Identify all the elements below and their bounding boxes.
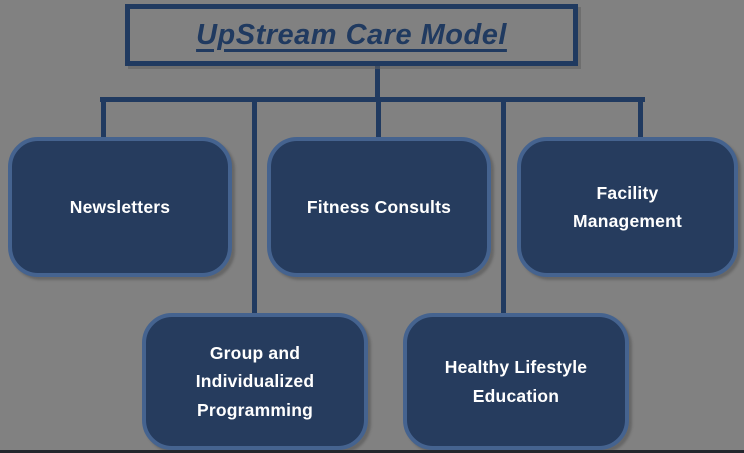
node-newsletters: Newsletters bbox=[8, 137, 232, 277]
node-healthy-lifestyle-label: Healthy Lifestyle Education bbox=[444, 357, 588, 406]
connector-drop-group-programming bbox=[252, 100, 257, 316]
node-newsletters-label: Newsletters bbox=[69, 196, 171, 217]
connector-drop-healthy-lifestyle bbox=[501, 100, 506, 316]
node-facility-management: Facility Management bbox=[517, 137, 738, 277]
title-node: UpStream Care Model bbox=[125, 4, 578, 66]
node-fitness-consults: Fitness Consults bbox=[267, 137, 491, 277]
connector-drop-fitness-consults bbox=[376, 100, 381, 140]
connector-title-stem bbox=[375, 63, 380, 102]
node-facility-management-label: Facility Management bbox=[573, 182, 682, 231]
node-fitness-consults-label: Fitness Consults bbox=[306, 196, 452, 217]
node-group-programming-label: Group and Individualized Programming bbox=[195, 342, 315, 420]
node-healthy-lifestyle: Healthy Lifestyle Education bbox=[403, 313, 629, 450]
connector-drop-facility-management bbox=[638, 100, 643, 140]
connector-drop-newsletters bbox=[101, 100, 106, 140]
diagram-title: UpStream Care Model bbox=[196, 18, 507, 51]
image-bottom-edge bbox=[0, 450, 744, 453]
connector-horizontal-bus bbox=[100, 97, 645, 102]
node-group-programming: Group and Individualized Programming bbox=[142, 313, 368, 450]
